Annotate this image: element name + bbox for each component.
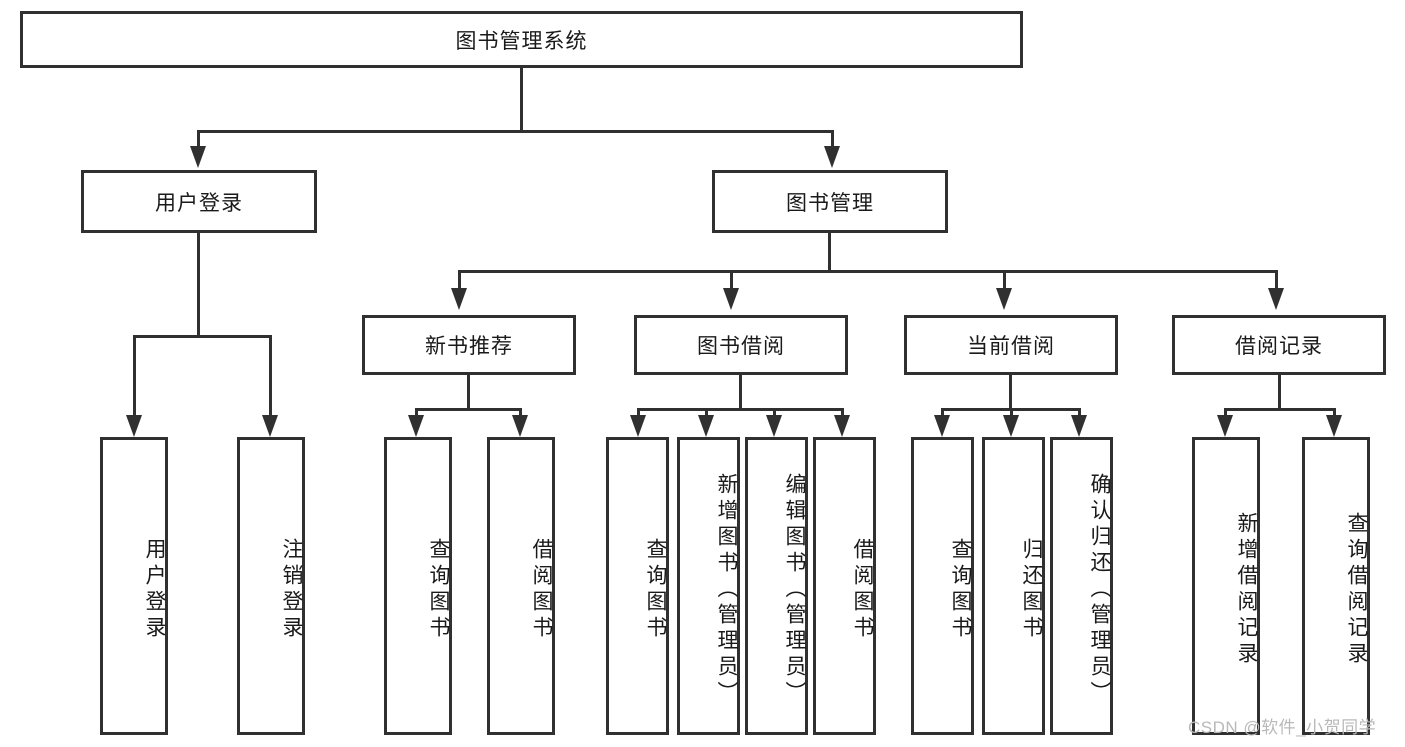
edge-user-login-to-leaf-2 [269,335,272,417]
node-root-label: 图书管理系统 [455,29,588,53]
arrow-bm-to-borrow-record [1268,288,1284,310]
node-current-borrow-label: 当前借阅 [967,335,1055,358]
edge-nbr-to-leaf-1 [415,408,418,417]
node-leaf-return-book-label: 归还图书 [1020,538,1043,642]
edge-root-to-book-management [831,130,834,148]
edge-nbr-bus [415,408,522,411]
node-new-book-recommend-label: 新书推荐 [425,335,513,358]
arrow-bm-to-new-book [451,288,467,310]
node-new-book-recommend[interactable]: 新书推荐 [362,315,576,375]
edge-root-bus [197,130,834,133]
node-current-borrow[interactable]: 当前借阅 [904,315,1118,375]
node-leaf-query-book-1-label: 查询图书 [427,538,450,642]
node-leaf-query-record-label: 查询借阅记录 [1345,512,1368,668]
edge-book-management-bus [458,270,1278,273]
edge-user-login-bus [133,335,272,338]
edge-bm-to-book-borrow [730,270,733,290]
arrow-br-to-leaf-1 [1217,415,1233,437]
edge-bb-to-leaf-1 [637,408,640,417]
edge-nbr-stem [467,375,470,410]
node-leaf-edit-book[interactable]: 编辑图书（管理员） [745,437,808,735]
node-user-login-label: 用户登录 [155,191,243,215]
node-leaf-confirm-return-label: 确认归还（管理员） [1088,473,1111,707]
arrow-root-to-book-management [824,146,840,168]
node-leaf-return-book[interactable]: 归还图书 [982,437,1045,735]
edge-root-stem [520,68,523,132]
node-leaf-query-book-2-label: 查询图书 [644,538,667,642]
node-leaf-borrow-book-1-label: 借阅图书 [530,538,553,642]
edge-bb-bus [637,408,844,411]
node-leaf-add-record-label: 新增借阅记录 [1235,512,1258,668]
edge-nbr-to-leaf-2 [519,408,522,417]
edge-bm-to-new-book [458,270,461,290]
node-book-borrow-label: 图书借阅 [697,335,785,358]
node-leaf-query-book-3-label: 查询图书 [949,538,972,642]
edge-user-login-to-leaf-1 [133,335,136,417]
arrow-bb-to-leaf-4 [834,415,850,437]
arrow-bb-to-leaf-1 [630,415,646,437]
node-leaf-add-record[interactable]: 新增借阅记录 [1192,437,1260,735]
node-leaf-query-book-3[interactable]: 查询图书 [911,437,974,735]
node-leaf-user-login[interactable]: 用户登录 [100,437,168,735]
arrow-user-login-to-leaf-1 [126,415,142,437]
arrow-cb-to-leaf-3 [1071,415,1087,437]
arrow-nbr-to-leaf-2 [512,415,528,437]
edge-bb-to-leaf-2 [705,408,708,417]
edge-br-to-leaf-2 [1333,408,1336,417]
edge-user-login-stem [197,233,200,337]
node-leaf-add-book-label: 新增图书（管理员） [715,473,738,707]
edge-br-bus [1224,408,1336,411]
node-leaf-query-record[interactable]: 查询借阅记录 [1302,437,1370,735]
edge-bb-stem [739,375,742,410]
edge-br-stem [1278,375,1281,410]
edge-bm-to-current-borrow [1003,270,1006,290]
arrow-nbr-to-leaf-1 [408,415,424,437]
edge-cb-to-leaf-3 [1078,408,1081,417]
edge-bb-to-leaf-4 [841,408,844,417]
arrow-bb-to-leaf-3 [766,415,782,437]
arrow-bm-to-book-borrow [723,288,739,310]
node-user-login[interactable]: 用户登录 [81,170,317,233]
edge-bm-to-borrow-record [1275,270,1278,290]
arrow-user-login-to-leaf-2 [262,415,278,437]
node-book-borrow[interactable]: 图书借阅 [634,315,848,375]
arrow-bb-to-leaf-2 [698,415,714,437]
node-root[interactable]: 图书管理系统 [20,11,1023,68]
edge-cb-to-leaf-2 [1010,408,1013,417]
node-leaf-query-book-2[interactable]: 查询图书 [606,437,669,735]
arrow-root-to-user-login [190,146,206,168]
node-book-management[interactable]: 图书管理 [712,170,948,233]
arrow-cb-to-leaf-1 [934,415,950,437]
csdn-watermark: CSDN @软件_小贺同学 [1188,718,1377,737]
node-borrow-record-label: 借阅记录 [1235,335,1323,358]
node-borrow-record[interactable]: 借阅记录 [1172,315,1386,375]
arrow-bm-to-current-borrow [996,288,1012,310]
edge-cb-to-leaf-1 [941,408,944,417]
edge-cb-stem [1009,375,1012,410]
node-leaf-confirm-return[interactable]: 确认归还（管理员） [1050,437,1113,735]
node-leaf-query-book-1[interactable]: 查询图书 [384,437,452,735]
arrow-br-to-leaf-2 [1326,415,1342,437]
node-leaf-edit-book-label: 编辑图书（管理员） [783,473,806,707]
edge-root-to-user-login [197,130,200,148]
node-leaf-user-login-label: 用户登录 [143,538,166,642]
node-leaf-borrow-book-1[interactable]: 借阅图书 [487,437,555,735]
node-leaf-logout-login-label: 注销登录 [280,538,303,642]
node-leaf-add-book[interactable]: 新增图书（管理员） [677,437,740,735]
arrow-cb-to-leaf-2 [1003,415,1019,437]
node-leaf-borrow-book-2[interactable]: 借阅图书 [813,437,876,735]
node-leaf-logout-login[interactable]: 注销登录 [237,437,305,735]
edge-br-to-leaf-1 [1224,408,1227,417]
node-book-management-label: 图书管理 [786,191,874,215]
edge-book-management-stem [828,233,831,272]
edge-bb-to-leaf-3 [773,408,776,417]
node-leaf-borrow-book-2-label: 借阅图书 [851,538,874,642]
